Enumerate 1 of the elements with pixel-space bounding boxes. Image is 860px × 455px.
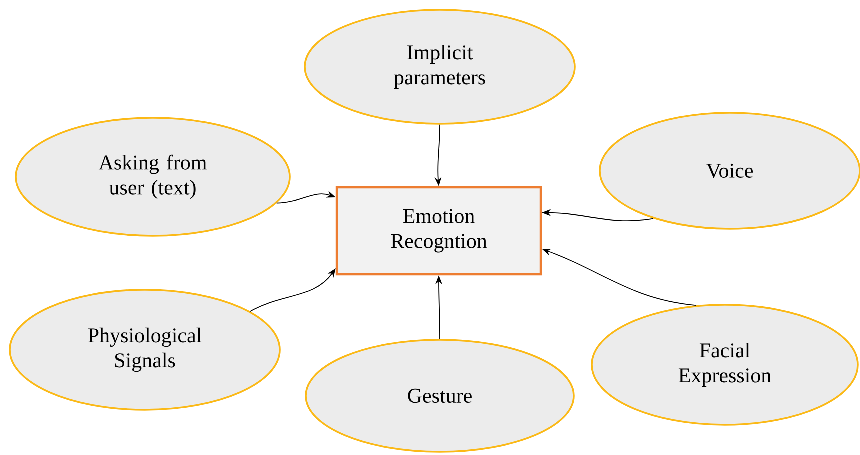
process-box: Emotion Recogntion (336, 186, 542, 276)
